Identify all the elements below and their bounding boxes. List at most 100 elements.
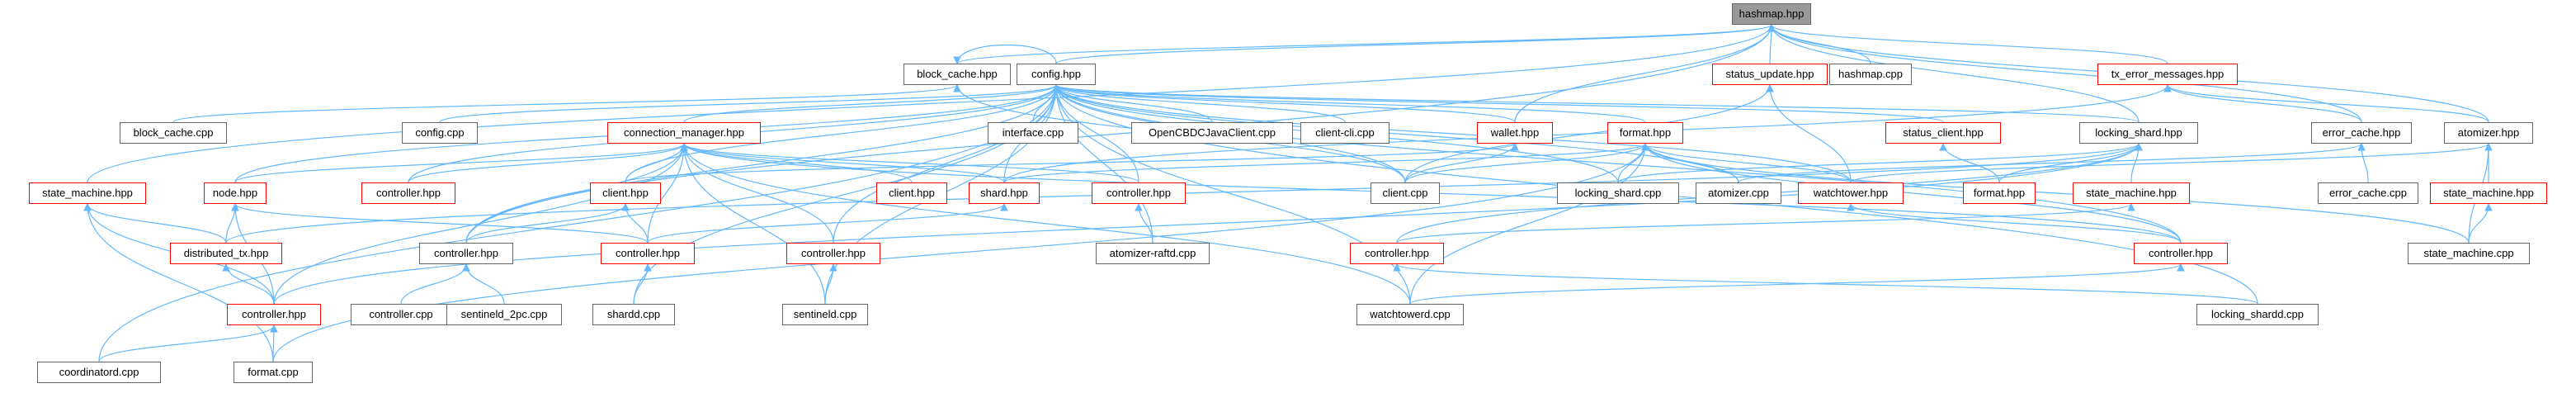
dependency-edge <box>1939 143 2000 183</box>
graph-node[interactable]: controller.hpp <box>361 182 455 204</box>
dependency-edge <box>270 324 278 362</box>
dependency-edge <box>1393 263 2258 305</box>
graph-node[interactable]: sentineld_2pc.cpp <box>446 304 562 325</box>
graph-node[interactable]: client.cpp <box>1371 182 1440 204</box>
dependency-edge <box>1052 84 1346 123</box>
graph-node[interactable]: block_cache.cpp <box>120 122 227 144</box>
dependency-edge <box>1767 24 2168 64</box>
dependency-edge <box>1409 263 2185 305</box>
dependency-edge <box>1404 143 1649 183</box>
dependency-edge <box>439 84 1060 123</box>
graph-node[interactable]: locking_shardd.cpp <box>2196 304 2319 325</box>
dependency-edge <box>683 84 1060 123</box>
dependency-edge <box>625 143 1519 183</box>
dependency-edge <box>824 263 837 305</box>
graph-node[interactable]: client-cli.cpp <box>1300 122 1389 144</box>
graph-node[interactable]: block_cache.hpp <box>903 64 1011 85</box>
dependency-edge <box>1052 84 1852 183</box>
graph-node[interactable]: format.hpp <box>1607 122 1683 144</box>
dependency-edge <box>680 143 826 305</box>
dependency-edge <box>231 203 649 244</box>
dependency-edge <box>2468 203 2493 244</box>
graph-node[interactable]: coordinatord.cpp <box>37 362 161 383</box>
graph-node[interactable]: node.hpp <box>204 182 267 204</box>
dependency-edge <box>83 203 227 244</box>
graph-node[interactable]: interface.cpp <box>988 122 1078 144</box>
graph-node[interactable]: state_machine.hpp <box>2430 182 2547 204</box>
dependency-edge <box>465 203 630 244</box>
dependency-edge <box>1641 143 2182 244</box>
dependency-edge <box>1052 84 1139 183</box>
dependency-edge <box>83 203 274 362</box>
dependency-edge <box>1738 143 2366 183</box>
dependency-edge <box>1767 24 2140 123</box>
dependency-edge <box>408 143 688 183</box>
graph-node[interactable]: state_machine.hpp <box>29 182 146 204</box>
dependency-edge <box>1514 24 1776 123</box>
graph-node[interactable]: controller.hpp <box>786 243 880 264</box>
graph-node[interactable]: shard.hpp <box>969 182 1040 204</box>
dependency-edge <box>680 143 1411 305</box>
root-node: hashmap.hpp <box>1732 3 1811 25</box>
graph-node[interactable]: config.hpp <box>1017 64 1096 85</box>
graph-node[interactable]: watchtowerd.cpp <box>1356 304 1464 325</box>
dependency-edge <box>1641 143 2470 244</box>
dependency-edge <box>1052 84 2140 123</box>
graph-node[interactable]: state_machine.cpp <box>2408 243 2530 264</box>
dependency-edge <box>953 44 1057 64</box>
dependency-edge <box>647 143 688 244</box>
graph-node[interactable]: connection_manager.hpp <box>607 122 761 144</box>
dependency-edge <box>680 143 1005 183</box>
graph-node[interactable]: controller.hpp <box>1350 243 1444 264</box>
dependency-edge <box>1052 84 1516 123</box>
graph-node[interactable]: error_cache.hpp <box>2311 122 2412 144</box>
dependency-edge <box>633 263 652 305</box>
graph-node[interactable]: controller.hpp <box>419 243 513 264</box>
dependency-edge <box>222 263 275 305</box>
graph-node[interactable]: controller.hpp <box>1092 182 1186 204</box>
graph-node[interactable]: locking_shard.cpp <box>1557 182 1679 204</box>
graph-node[interactable]: sentineld.cpp <box>782 304 868 325</box>
dependency-edge <box>1409 143 1649 305</box>
graph-node[interactable]: shardd.cpp <box>592 304 675 325</box>
graph-node[interactable]: controller.hpp <box>227 304 321 325</box>
graph-node[interactable]: error_cache.cpp <box>2318 182 2418 204</box>
graph-node[interactable]: format.hpp <box>1963 182 2036 204</box>
graph-node[interactable]: atomizer.hpp <box>2444 122 2533 144</box>
dependency-edge <box>1052 84 1646 123</box>
dependency-edge <box>2163 84 2362 123</box>
graph-node[interactable]: format.cpp <box>234 362 313 383</box>
graph-node[interactable]: atomizer-raftd.cpp <box>1096 243 1210 264</box>
graph-node[interactable]: status_update.hpp <box>1712 64 1828 85</box>
dependency-edge <box>1766 84 1852 183</box>
dependency-edge <box>1641 143 1852 183</box>
graph-node[interactable]: controller.cpp <box>351 304 451 325</box>
dependency-edge <box>1396 203 2135 244</box>
dependency-edge <box>234 143 688 183</box>
graph-node[interactable]: watchtower.hpp <box>1798 182 1904 204</box>
dependency-edge <box>172 84 961 123</box>
graph-node[interactable]: state_machine.hpp <box>2073 182 2190 204</box>
graph-node[interactable]: tx_error_messages.hpp <box>2097 64 2238 85</box>
graph-node[interactable]: hashmap.cpp <box>1829 64 1912 85</box>
dependency-edge <box>647 203 1008 244</box>
graph-node[interactable]: locking_shard.hpp <box>2079 122 2198 144</box>
dependency-edge <box>273 143 2143 305</box>
graph-node[interactable]: status_client.hpp <box>1885 122 2001 144</box>
graph-node[interactable]: distributed_tx.hpp <box>170 243 282 264</box>
graph-node[interactable]: wallet.hpp <box>1477 122 1553 144</box>
graph-node[interactable]: controller.hpp <box>2134 243 2228 264</box>
graph-node[interactable]: OpenCBDCJavaClient.cpp <box>1131 122 1293 144</box>
dependency-edge <box>1052 84 1944 123</box>
dependency-edge <box>1052 84 1154 244</box>
dependency-edge <box>1850 143 2493 183</box>
graph-node[interactable]: atomizer.cpp <box>1696 182 1781 204</box>
graph-node[interactable]: controller.hpp <box>601 243 695 264</box>
graph-node[interactable]: client.hpp <box>590 182 661 204</box>
graph-node[interactable]: config.cpp <box>402 122 478 144</box>
dependency-edge <box>680 143 1139 183</box>
dependency-edge <box>273 143 688 305</box>
dependency-edge <box>98 324 278 362</box>
graph-node[interactable]: client.hpp <box>876 182 947 204</box>
dependency-edge <box>1055 24 1776 64</box>
